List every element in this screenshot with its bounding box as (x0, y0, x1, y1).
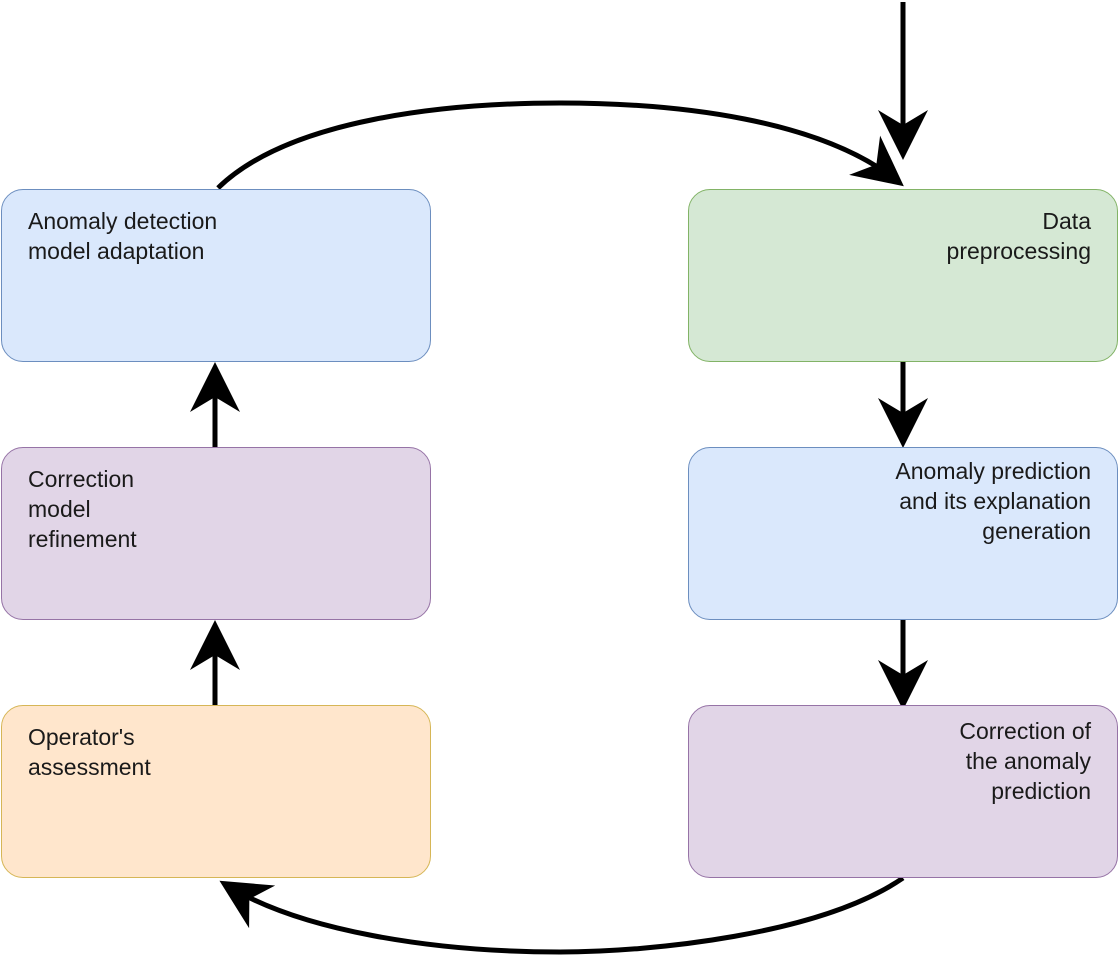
node-model-adaptation: Anomaly detection model adaptation (1, 189, 431, 362)
node-data-preprocessing: Data preprocessing (688, 189, 1118, 362)
node-correction-prediction: Correction of the anomaly prediction (688, 705, 1118, 878)
node-anomaly-prediction: Anomaly prediction and its explanation g… (688, 447, 1118, 620)
node-operator-assessment: Operator's assessment (1, 705, 431, 878)
node-correction-refinement: Correction model refinement (1, 447, 431, 620)
node-correction-prediction-label: Correction of the anomaly prediction (959, 718, 1091, 804)
node-anomaly-prediction-label: Anomaly prediction and its explanation g… (895, 458, 1091, 544)
node-correction-refinement-label: Correction model refinement (28, 466, 137, 552)
edge-adaptation-to-preprocessing (216, 100, 904, 190)
node-data-preprocessing-label: Data preprocessing (946, 208, 1091, 264)
node-operator-assessment-label: Operator's assessment (28, 724, 151, 780)
edge-correction-to-assessment (219, 875, 905, 955)
node-model-adaptation-label: Anomaly detection model adaptation (28, 208, 218, 264)
